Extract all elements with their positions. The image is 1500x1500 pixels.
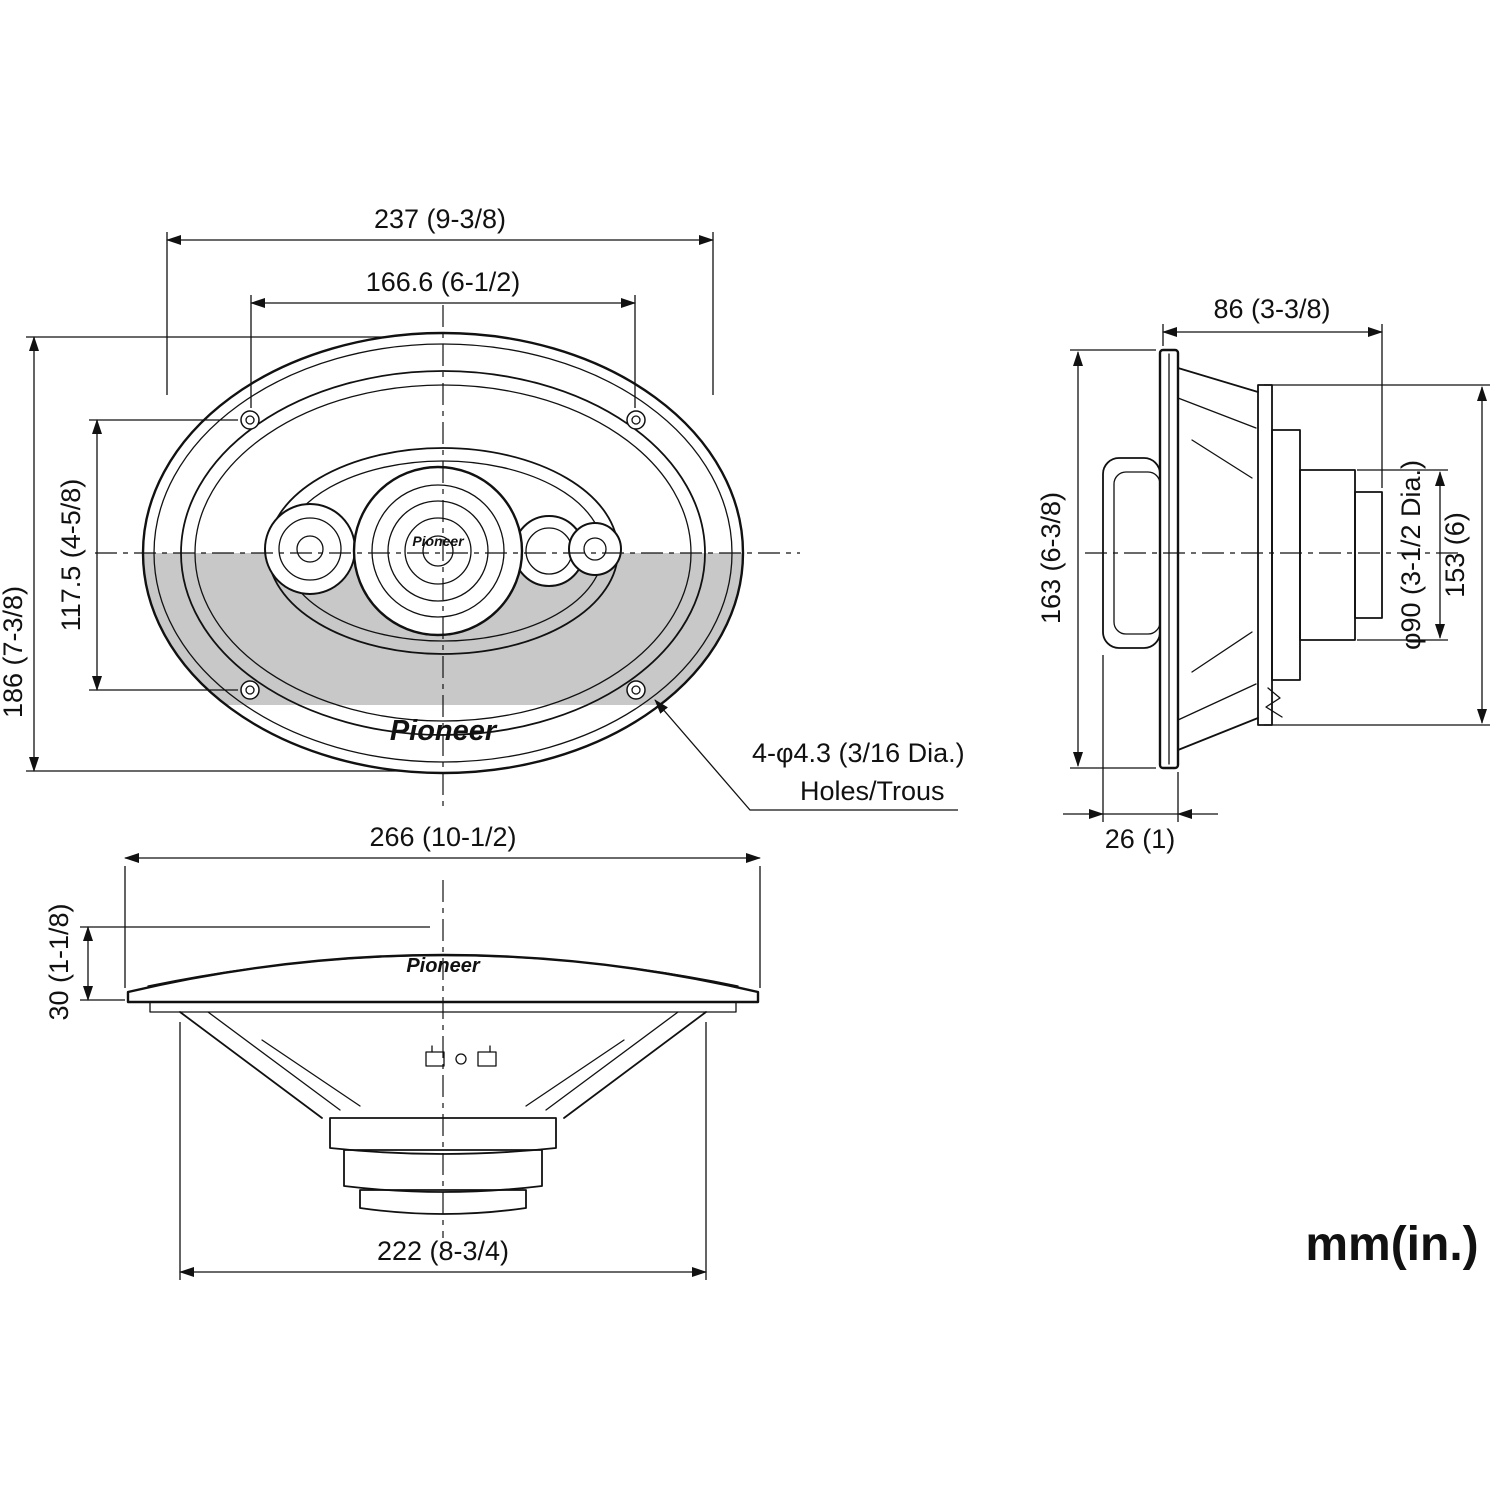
units-label: mm(in.) bbox=[1305, 1218, 1478, 1271]
screw-hole-top-right bbox=[626, 410, 646, 430]
terminal-wire bbox=[1265, 687, 1283, 718]
holes-note: 4-φ4.3 (3/16 Dia.) Holes/Trous bbox=[654, 699, 965, 811]
side-magnet bbox=[1265, 429, 1383, 718]
svg-text:φ90 (3-1/2 Dia.): φ90 (3-1/2 Dia.) bbox=[1396, 460, 1426, 650]
svg-text:237 (9-3/8): 237 (9-3/8) bbox=[374, 204, 506, 234]
pioneer-logo-profile: Pioneer bbox=[406, 955, 481, 977]
svg-text:30 (1-1/8): 30 (1-1/8) bbox=[44, 903, 74, 1020]
profile-view: Pioneer bbox=[44, 822, 761, 1280]
svg-text:166.6 (6-1/2): 166.6 (6-1/2) bbox=[366, 267, 521, 297]
profile-magnet bbox=[329, 1117, 557, 1215]
dim-profile-overall-width: 266 (10-1/2) bbox=[124, 822, 761, 988]
screw-holes bbox=[240, 410, 646, 700]
dim-profile-protrusion: 30 (1-1/8) bbox=[44, 903, 430, 1021]
svg-text:153 (6): 153 (6) bbox=[1440, 512, 1470, 598]
driver-left-midrange bbox=[264, 503, 356, 595]
profile-terminal bbox=[425, 1045, 497, 1067]
dim-front-hole-spacing-v: 117.5 (4-5/8) bbox=[56, 419, 238, 691]
dim-front-overall-width: 237 (9-3/8) bbox=[166, 204, 714, 395]
driver-cluster: Pioneer bbox=[264, 465, 622, 637]
svg-text:86 (3-3/8): 86 (3-3/8) bbox=[1213, 294, 1330, 324]
side-basket bbox=[1177, 367, 1273, 751]
side-flange bbox=[1158, 348, 1180, 770]
dim-side-height: 163 (6-3/8) bbox=[1036, 349, 1156, 769]
dim-side-depth: 86 (3-3/8) bbox=[1162, 294, 1383, 488]
side-view: 86 (3-3/8) 163 (6-3/8) φ90 (3-1/2 Dia.) … bbox=[1036, 294, 1490, 854]
holes-note-text-1: 4-φ4.3 (3/16 Dia.) bbox=[752, 738, 965, 768]
profile-basket bbox=[179, 1011, 707, 1119]
dim-front-overall-height: 186 (7-3/8) bbox=[0, 336, 400, 772]
svg-text:266 (10-1/2): 266 (10-1/2) bbox=[369, 822, 516, 852]
screw-hole-bottom-left bbox=[240, 680, 260, 700]
svg-text:222 (8-3/4): 222 (8-3/4) bbox=[377, 1236, 509, 1266]
dim-side-mount-depth: 26 (1) bbox=[1063, 655, 1218, 854]
holes-note-text-2: Holes/Trous bbox=[800, 776, 945, 806]
driver-center-woofer: Pioneer bbox=[352, 465, 524, 637]
dim-side-magnet-dia: φ90 (3-1/2 Dia.) bbox=[1357, 460, 1448, 650]
svg-text:186 (7-3/8): 186 (7-3/8) bbox=[0, 586, 28, 718]
pioneer-logo-flange: Pioneer bbox=[390, 715, 498, 747]
dim-profile-cutout-width: 222 (8-3/4) bbox=[179, 1022, 707, 1280]
screw-hole-bottom-right bbox=[626, 680, 646, 700]
svg-text:26 (1): 26 (1) bbox=[1105, 824, 1176, 854]
pioneer-logo-center: Pioneer bbox=[412, 533, 465, 549]
dim-side-frame-dia: 153 (6) bbox=[1264, 384, 1490, 726]
holes-leader-line bbox=[654, 699, 958, 811]
dim-front-hole-spacing-h: 166.6 (6-1/2) bbox=[250, 267, 636, 408]
driver-right-tweeter-2 bbox=[568, 522, 622, 576]
front-view: Pioneer Pioneer 237 ( bbox=[0, 204, 965, 811]
svg-text:117.5 (4-5/8): 117.5 (4-5/8) bbox=[56, 479, 86, 632]
svg-text:163 (6-3/8): 163 (6-3/8) bbox=[1036, 492, 1066, 624]
screw-hole-top-left bbox=[240, 410, 260, 430]
